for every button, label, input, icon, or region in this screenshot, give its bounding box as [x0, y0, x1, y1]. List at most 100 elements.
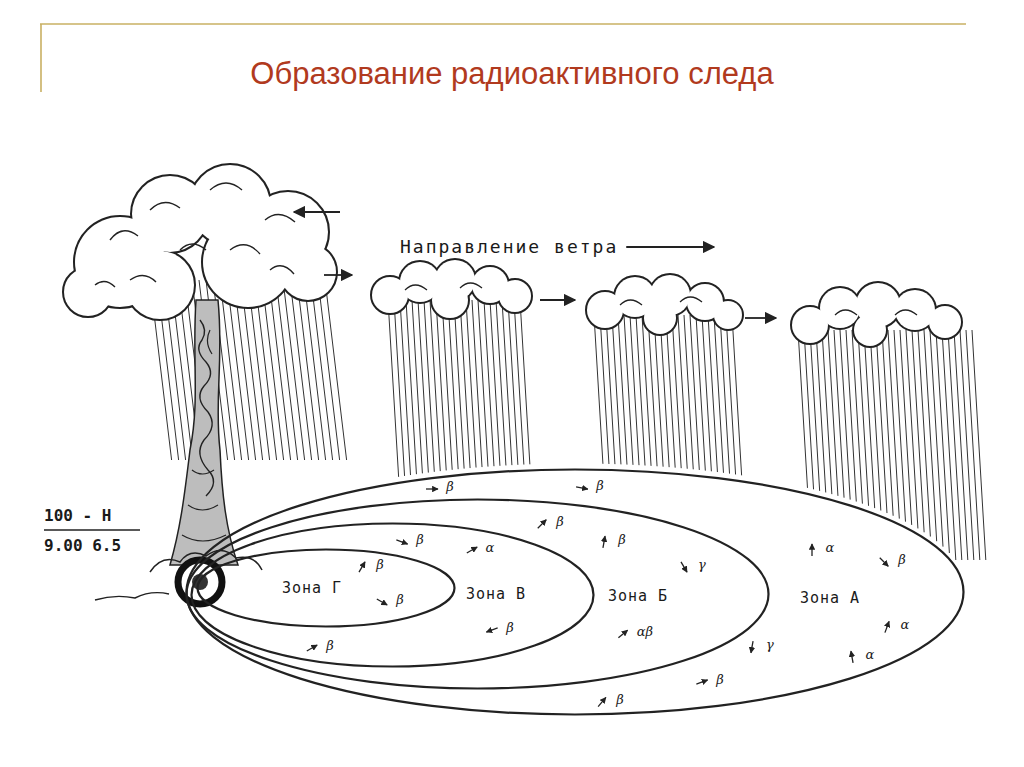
- rain-line: [852, 330, 862, 504]
- map-marker-label: 100 - Н: [44, 507, 111, 525]
- particle-symbol: α: [826, 541, 835, 555]
- particle-arrow: [426, 488, 438, 489]
- rain-line: [726, 315, 736, 474]
- rain-line: [918, 330, 930, 537]
- fallout-zone: Зона Г: [196, 548, 456, 628]
- rain-line: [508, 300, 518, 465]
- particle-arrow: [851, 651, 853, 663]
- rain-line: [502, 300, 512, 465]
- particle-arrow: [467, 547, 477, 553]
- particle-symbol: α: [901, 618, 910, 632]
- rain-line: [276, 280, 298, 460]
- rain-line: [442, 300, 452, 470]
- map-marker-label: 9.00 6.5: [44, 537, 121, 555]
- rain-line: [394, 300, 405, 476]
- fallout-zone: Зона БЗона ВЗона Г: [185, 498, 770, 690]
- rain-line: [954, 330, 968, 560]
- rain-line: [870, 330, 881, 511]
- zone-ellipse: [198, 550, 455, 627]
- rain-line: [822, 330, 832, 494]
- particle-arrow: [603, 536, 605, 548]
- rain-line: [888, 330, 899, 519]
- particle-arrow: [307, 645, 317, 651]
- particle-arrow: [538, 520, 546, 528]
- rain-line: [702, 315, 711, 471]
- particle-arrow: [880, 558, 888, 566]
- rain-line: [948, 330, 962, 560]
- rain-line: [900, 330, 912, 525]
- rain-line: [400, 300, 411, 475]
- particle-symbol: β: [376, 558, 384, 572]
- zone-ellipse: [187, 500, 769, 689]
- fallout-zone: Зона ВЗона Г: [190, 522, 595, 668]
- particle-arrow: [681, 562, 687, 572]
- mushroom-cloud: [64, 165, 336, 319]
- rain-line: [484, 300, 494, 466]
- rain-line: [828, 330, 838, 496]
- particle-arrow: [396, 540, 407, 544]
- rain-line: [418, 300, 428, 473]
- zone-label: Зона А: [800, 590, 860, 607]
- rain-line: [714, 315, 723, 473]
- particle-arrow: [696, 680, 707, 684]
- ground-zero: [95, 560, 222, 604]
- rain-line: [262, 280, 284, 460]
- rain-line: [448, 300, 458, 469]
- particle-symbol: β: [396, 593, 404, 607]
- rain-line: [960, 330, 974, 560]
- fallout-zone: Зона А Зона БЗона ВЗона Г: [185, 468, 965, 716]
- particle-symbol: β: [716, 673, 724, 687]
- particle-arrow: [811, 544, 812, 556]
- rain-line: [690, 315, 699, 470]
- particle-symbol: αβ: [637, 625, 653, 639]
- rain-line: [906, 330, 918, 528]
- particle-arrow: [576, 487, 588, 489]
- rain-line: [406, 300, 416, 474]
- zone-ellipse: [187, 470, 964, 715]
- rain-line: [304, 280, 326, 460]
- rain-line: [894, 330, 905, 522]
- rain-line: [412, 300, 422, 473]
- rain-line: [283, 280, 305, 460]
- particle-symbol: α: [486, 541, 495, 555]
- particle-symbol: β: [596, 479, 604, 493]
- rain-line: [290, 280, 312, 460]
- particle-arrow: [359, 562, 365, 572]
- particle-symbol: γ: [698, 558, 706, 572]
- rain-line: [436, 300, 446, 470]
- rain-line: [846, 330, 856, 502]
- rain-line: [478, 300, 488, 467]
- particle-symbol: β: [898, 553, 906, 567]
- particle-symbol: β: [416, 533, 424, 547]
- rain-line: [297, 280, 319, 460]
- rain-line: [430, 300, 440, 471]
- rain-line: [720, 315, 730, 474]
- zone-ellipse: [192, 524, 594, 667]
- particle-arrow: [751, 641, 753, 653]
- fallout-rain: [150, 280, 986, 560]
- particle-arrow: [618, 630, 627, 638]
- slide-title: Образование радиоактивного следа: [0, 56, 1024, 92]
- rain-line: [972, 330, 986, 560]
- rain-line: [924, 330, 937, 541]
- particle-arrow: [486, 628, 497, 632]
- rain-line: [816, 330, 826, 492]
- rain-line: [804, 330, 814, 489]
- rain-line: [388, 300, 399, 477]
- rain-line: [966, 330, 980, 560]
- rain-line: [514, 300, 524, 465]
- rain-line: [864, 330, 875, 508]
- rain-line: [882, 330, 893, 516]
- rain-line: [454, 300, 464, 469]
- particle-arrow: [885, 621, 889, 632]
- zone-label: Зона Г: [282, 580, 342, 597]
- particle-arrows: [307, 487, 889, 707]
- rain-line: [840, 330, 850, 500]
- particle-arrow: [377, 599, 387, 605]
- rain-line: [490, 300, 500, 466]
- rain-line: [936, 330, 949, 553]
- rain-line: [732, 315, 742, 475]
- particle-symbol: β: [326, 639, 334, 653]
- rain-line: [810, 330, 820, 491]
